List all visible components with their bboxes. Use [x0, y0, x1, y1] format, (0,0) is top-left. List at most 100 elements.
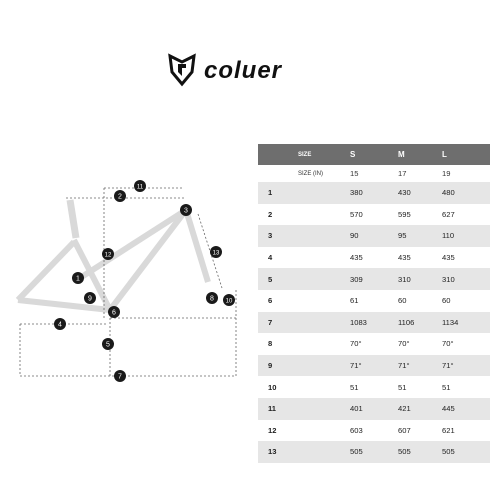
table-row: 13 505 505 505 [258, 441, 490, 463]
row-value: 607 [398, 425, 411, 435]
brand-logo: coluer [168, 52, 334, 88]
row-value: 603 [350, 425, 363, 435]
svg-text:2: 2 [118, 194, 122, 201]
svg-text:13: 13 [213, 251, 220, 257]
table-row: 12 603 607 621 [258, 420, 490, 442]
row-value: 1083 [350, 317, 367, 327]
row-value: 595 [398, 209, 411, 219]
row-value: 90 [350, 231, 359, 241]
svg-text:11: 11 [137, 185, 144, 191]
marker-2: 2 [114, 190, 126, 202]
row-value: 60 [398, 296, 407, 306]
row-value: 1106 [398, 317, 415, 327]
row-value: 70° [398, 339, 410, 349]
row-id: 13 [268, 447, 277, 457]
marker-7: 7 [114, 370, 126, 382]
table-row: 1 380 430 480 [258, 182, 490, 204]
marker-10: 10 [223, 294, 235, 306]
row-id: 12 [268, 425, 277, 435]
row-value: 445 [442, 404, 455, 414]
row-value: 60 [442, 296, 451, 306]
row-value: 505 [442, 447, 455, 457]
marker-8: 8 [206, 292, 218, 304]
row-id: 4 [268, 253, 273, 263]
svg-text:5: 5 [106, 342, 110, 349]
svg-text:12: 12 [105, 253, 112, 259]
row-id: 8 [268, 339, 273, 349]
brand-emblem-icon [168, 53, 196, 87]
row-value: 1134 [442, 317, 459, 327]
row-value: 570 [350, 209, 363, 219]
row-value: 505 [350, 447, 363, 457]
svg-text:6: 6 [112, 310, 116, 317]
marker-13: 13 [210, 246, 222, 258]
row-value: 309 [350, 274, 363, 284]
row-value: 310 [398, 274, 411, 284]
row-value: 430 [398, 188, 411, 198]
table-row: 4 435 435 435 [258, 247, 490, 269]
marker-5: 5 [102, 338, 114, 350]
row-value: 71° [350, 361, 362, 371]
marker-6: 6 [108, 306, 120, 318]
row-id: 9 [268, 361, 273, 371]
header-size-m: M [398, 150, 405, 159]
table-row: 3 90 95 110 [258, 225, 490, 247]
size-inches-row: SIZE (IN) 15 17 19 [298, 169, 451, 178]
marker-1: 1 [72, 272, 84, 284]
table-row: 7 1083 1106 1134 [258, 311, 490, 334]
row-value: 421 [398, 404, 411, 414]
row-value: 71° [442, 361, 454, 371]
row-value: 61 [350, 296, 359, 306]
table-row: 6 61 60 60 [258, 290, 490, 312]
row-value: 51 [398, 382, 407, 392]
row-value: 627 [442, 209, 455, 219]
row-value: 621 [442, 425, 455, 435]
svg-text:7: 7 [118, 374, 122, 381]
svg-text:10: 10 [226, 299, 233, 305]
row-id: 3 [268, 231, 273, 241]
row-value: 70° [442, 339, 454, 349]
table-row: 8 70° 70° 70° [258, 333, 490, 355]
marker-11: 11 [134, 180, 146, 192]
seat-post [66, 199, 80, 239]
row-value: 70° [350, 339, 362, 349]
geometry-diagram: 1 2 3 4 5 6 7 8 9 10 11 12 13 [0, 170, 250, 390]
svg-text:3: 3 [184, 208, 188, 215]
table-row: 10 51 51 51 [258, 376, 490, 398]
svg-text:9: 9 [88, 296, 92, 303]
row-value: 435 [442, 253, 455, 263]
row-value: 110 [442, 231, 455, 241]
bike-frame [15, 207, 211, 313]
row-id: 11 [268, 404, 277, 414]
header-size-l: L [442, 150, 447, 159]
svg-text:4: 4 [58, 322, 62, 329]
row-value: 51 [350, 382, 359, 392]
row-id: 10 [268, 382, 277, 392]
marker-4: 4 [54, 318, 66, 330]
table-row: 2 570 595 627 [258, 204, 490, 226]
row-value: 95 [398, 231, 407, 241]
row-value: 435 [350, 253, 363, 263]
row-id: 6 [268, 296, 273, 306]
row-value: 51 [442, 382, 451, 392]
marker-9: 9 [84, 292, 96, 304]
row-value: 505 [398, 447, 411, 457]
row-value: 435 [398, 253, 411, 263]
table-row: 5 309 310 310 [258, 268, 490, 290]
row-id: 1 [268, 188, 273, 198]
header-size-s: S [350, 150, 356, 159]
svg-text:8: 8 [210, 296, 214, 303]
table-row: 11 401 421 445 [258, 397, 490, 420]
header-size-label: SIZE [298, 151, 312, 158]
row-value: 310 [442, 274, 455, 284]
row-value: 401 [350, 404, 363, 414]
marker-12: 12 [102, 248, 114, 260]
row-id: 2 [268, 209, 273, 219]
marker-3: 3 [180, 204, 192, 216]
svg-text:1: 1 [76, 276, 80, 283]
brand-wordmark: coluer [204, 57, 283, 84]
row-id: 7 [268, 317, 273, 327]
row-value: 480 [442, 188, 455, 198]
row-value: 380 [350, 188, 363, 198]
row-id: 5 [268, 274, 273, 284]
